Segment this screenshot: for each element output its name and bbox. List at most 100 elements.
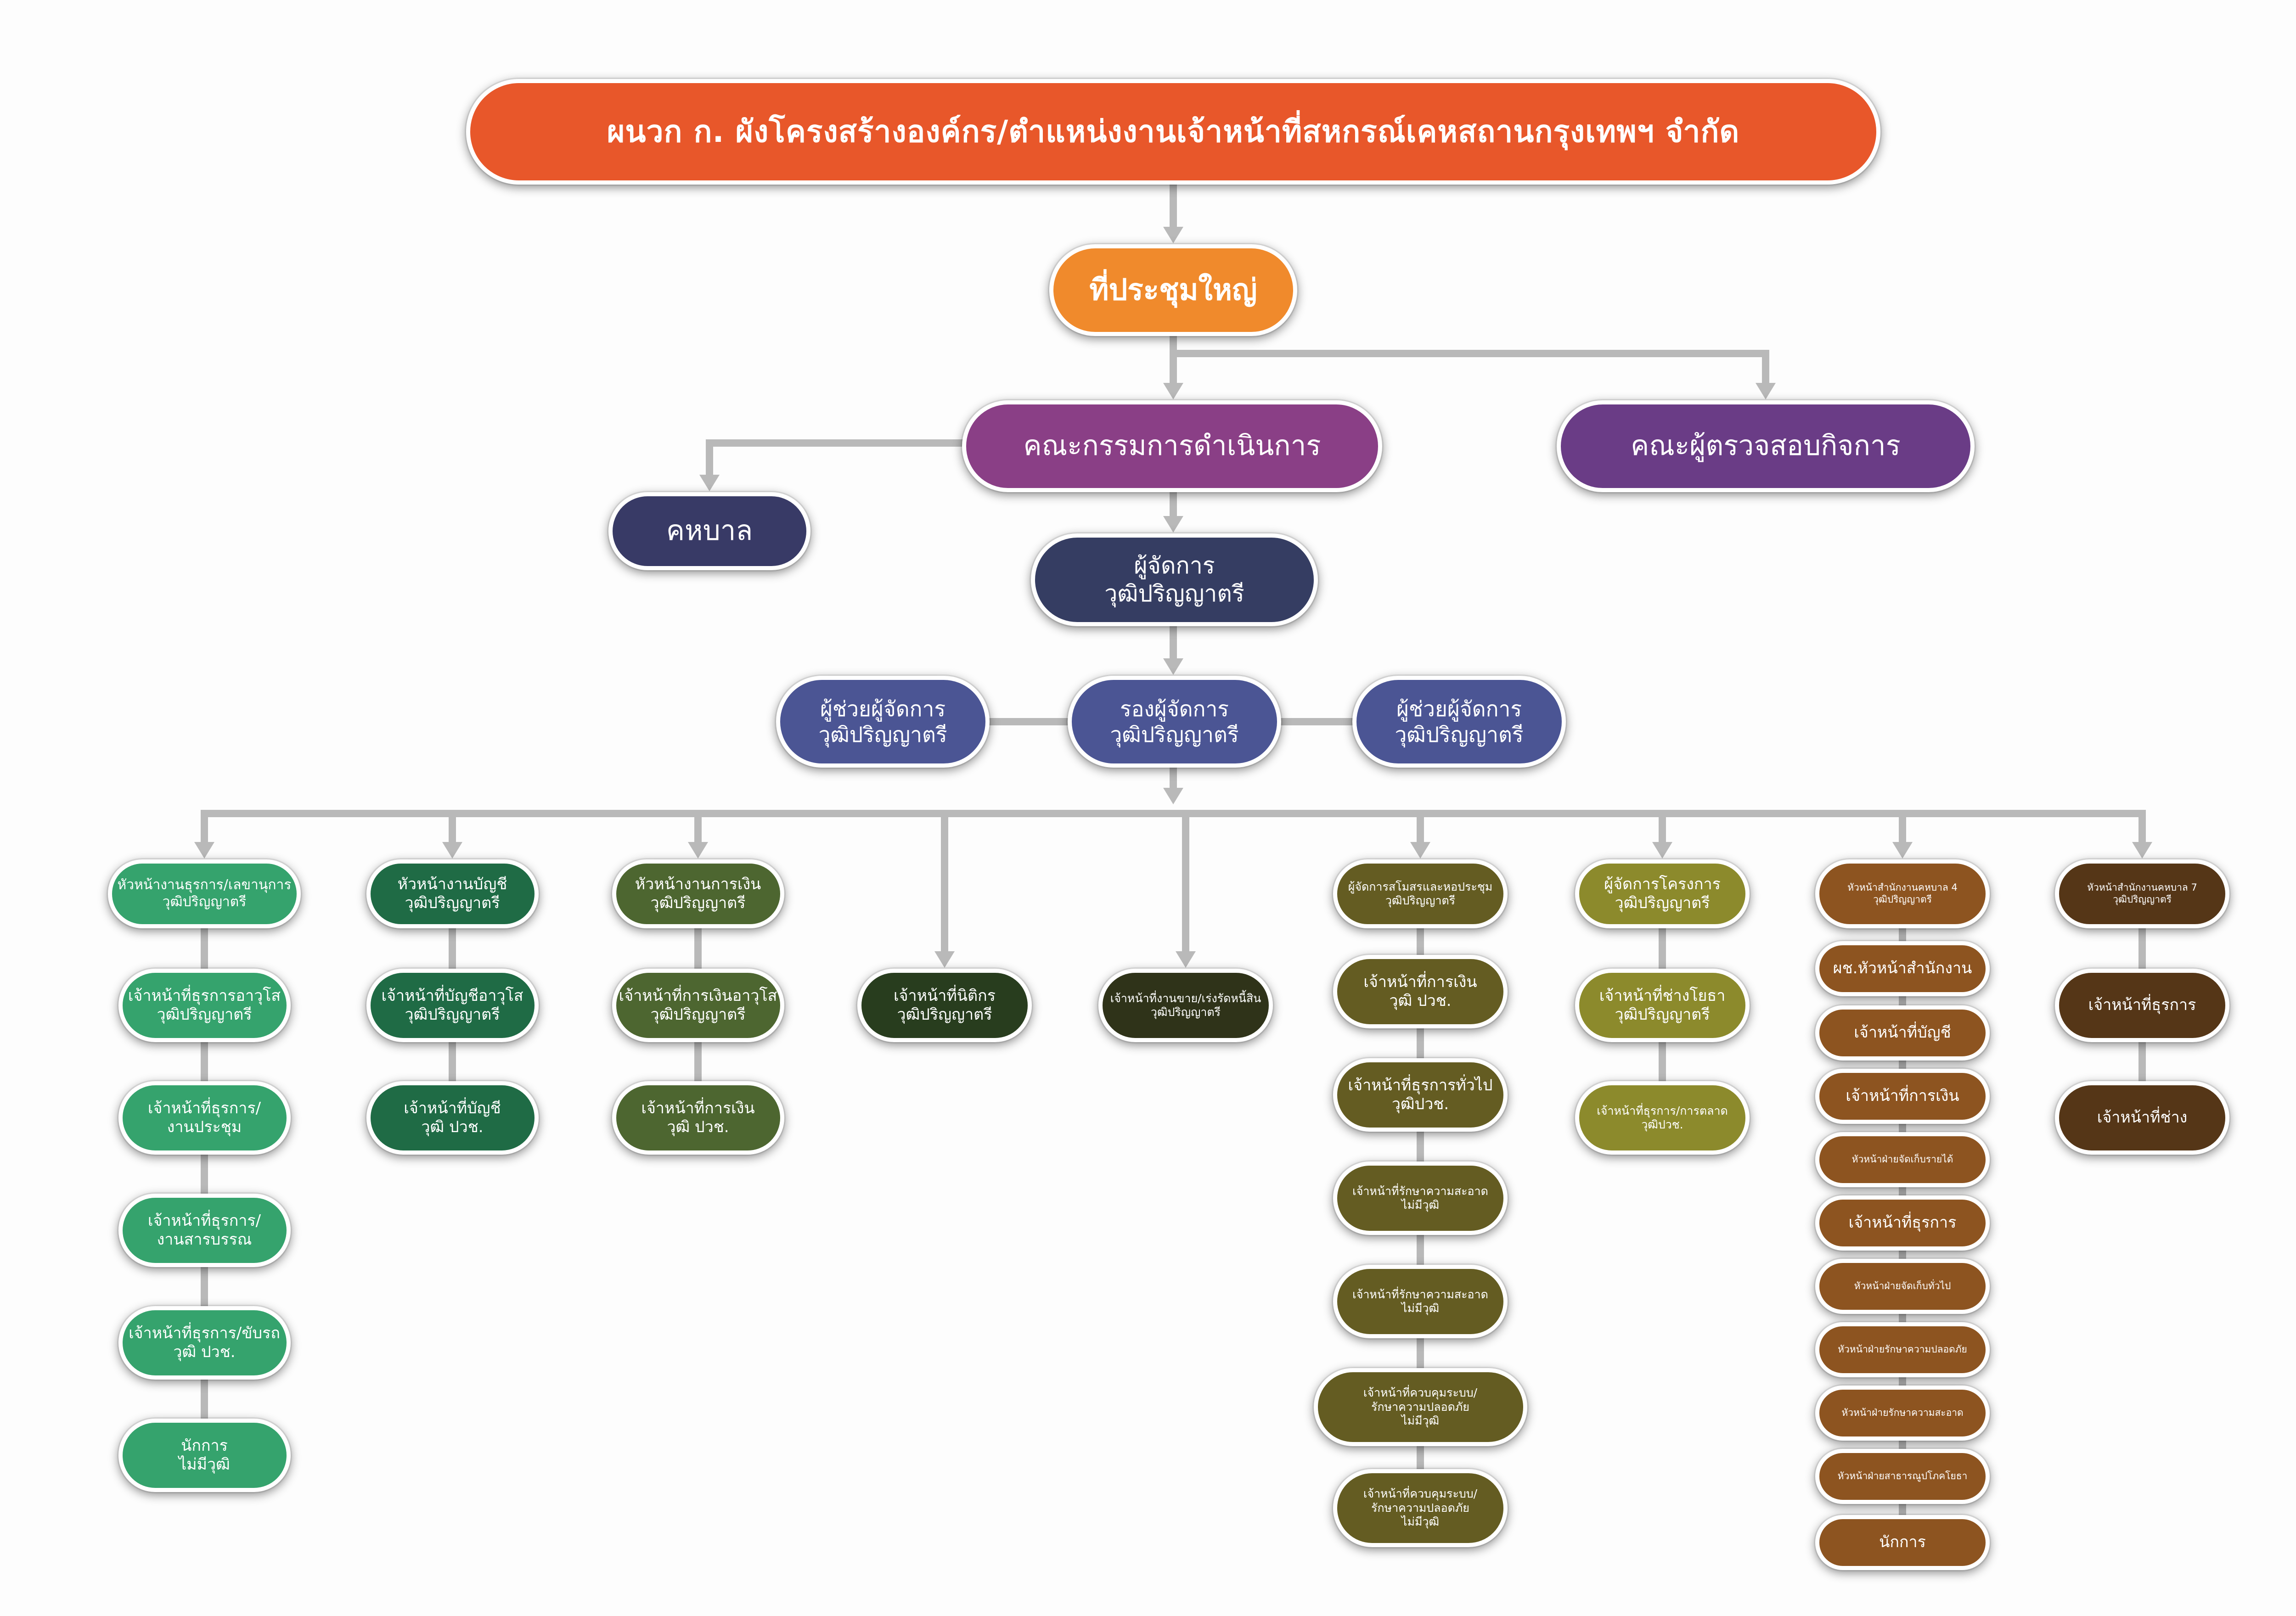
box-text-line: วุฒิปริญญาตรี (157, 1005, 252, 1024)
box-text-line: วุฒิ ปวช. (1389, 992, 1452, 1010)
box-text-line: เจ้าหน้าที่ธุรการอาวุโส (128, 986, 281, 1005)
box-text-line: เจ้าหน้าที่ธุรการ (1848, 1213, 1957, 1232)
dept-welfare-box-7: เจ้าหน้าที่ควบคุมระบบ/รักษาความปลอดภัยไม… (1333, 1469, 1508, 1547)
arrow-head-icon (1163, 658, 1183, 675)
box-text-line: นักการ (1879, 1533, 1926, 1552)
box-text-line: เจ้าหน้าที่การเงิน (641, 1099, 755, 1117)
dept-office4-box-9: หัวหน้าฝ่ายรักษาความสะอาด (1815, 1386, 1990, 1441)
box-text-line: วุฒิปริญญาตรี (1150, 1005, 1221, 1019)
dept-accounting-box-3: เจ้าหน้าที่บัญชีวุฒิ ปวช. (366, 1081, 539, 1155)
box-text-line: ไม่มีวุฒิ (1401, 1198, 1440, 1212)
arrow-head-icon (1163, 227, 1183, 243)
box-text-line: เจ้าหน้าที่งานขาย/เร่งรัดหนี้สิน (1110, 991, 1261, 1005)
box-text-line: หัวหน้างานการเงิน (635, 875, 761, 893)
box-text-line: เจ้าหน้าที่ธุรการ/ (147, 1211, 261, 1230)
box-text-line: เจ้าหน้าที่การเงิน (1363, 972, 1477, 991)
dept-office4-box-3: เจ้าหน้าที่บัญชี (1815, 1005, 1990, 1060)
arrow-head-icon (699, 475, 720, 491)
advisors-box: คหบาล (608, 492, 810, 570)
auditors-box: คณะผู้ตรวจสอบกิจการ (1557, 400, 1975, 492)
arrow-head-icon (934, 951, 955, 968)
box-text-line: วุฒิปริญญาตรี (1873, 894, 1932, 905)
box-text-line: เจ้าหน้าที่ควบคุมระบบ/ (1363, 1487, 1478, 1501)
dept-finance-box-2: เจ้าหน้าที่การเงินอาวุโสวุฒิปริญญาตรี (612, 969, 784, 1042)
box-text-line: เจ้าหน้าที่ควบคุมระบบ/ (1363, 1386, 1478, 1400)
box-text-line: วุฒิ ปวช. (421, 1118, 484, 1136)
box-text-line: เจ้าหน้าที่ช่างโยธา (1599, 986, 1726, 1005)
box-text-line: หัวหน้าฝ่ายจัดเก็บทั่วไป (1854, 1280, 1951, 1292)
box-text-line: เจ้าหน้าที่ธุรการ/ขับรถ (129, 1324, 280, 1342)
board-box: คณะกรรมการดำเนินการ (962, 400, 1382, 492)
dept-debt-box-1: เจ้าหน้าที่งานขาย/เร่งรัดหนี้สินวุฒิปริญ… (1098, 969, 1273, 1042)
box-text-line: รักษาความปลอดภัย (1371, 1501, 1469, 1515)
dept-office4-box-11: นักการ (1815, 1515, 1990, 1570)
dept-office4-box-2: ผช.หัวหน้าสำนักงาน (1815, 941, 1990, 996)
dept-projects-box-3: เจ้าหน้าที่ธุรการ/การตลาดวุฒิปวช. (1575, 1081, 1750, 1155)
box-text-line: หัวหน้าสำนักงานคหบาล 7 (2087, 882, 2197, 893)
box-text-line: รักษาความปลอดภัย (1371, 1400, 1469, 1414)
assistant-manager-left-box: ผู้ช่วยผู้จัดการ วุฒิปริญญาตรี (776, 676, 990, 768)
box-text-line: เจ้าหน้าที่ธุรการทั่วไป (1348, 1076, 1493, 1094)
dept-office4-box-8: หัวหน้าฝ่ายรักษาความปลอดภัย (1815, 1322, 1990, 1377)
dept-admin-box-5: เจ้าหน้าที่ธุรการ/ขับรถวุฒิ ปวช. (118, 1306, 291, 1380)
box-text-line: เจ้าหน้าที่รักษาความสะอาด (1352, 1287, 1488, 1301)
arrow-head-icon (1756, 383, 1776, 399)
manager-box: ผู้จัดการ วุฒิปริญญาตรี (1031, 533, 1318, 626)
arrow-head-icon (1163, 788, 1183, 804)
arrow-head-icon (194, 842, 214, 858)
deputy-manager-box: รองผู้จัดการ วุฒิปริญญาตรี (1068, 676, 1281, 768)
chart-title: ผนวก ก. ผังโครงสร้างองค์กร/ตำแหน่งงานเจ้… (466, 79, 1880, 185)
general-meeting-box: ที่ประชุมใหญ่ (1049, 244, 1297, 336)
box-text-line: วุฒิ ปวช. (667, 1118, 729, 1136)
box-text-line: วุฒิปริญญาตรี (162, 894, 247, 910)
box-text-line: วุฒิปวช. (1641, 1118, 1683, 1131)
dept-admin-box-4: เจ้าหน้าที่ธุรการ/งานสารบรรณ (118, 1194, 291, 1267)
dept-projects-box-2: เจ้าหน้าที่ช่างโยธาวุฒิปริญญาตรี (1575, 969, 1750, 1042)
box-text-line: ไม่มีวุฒิ (179, 1455, 230, 1474)
dept-accounting-box-2: เจ้าหน้าที่บัญชีอาวุโสวุฒิปริญญาตรี (366, 969, 539, 1042)
box-text-line: เจ้าหน้าที่ธุรการ/การตลาด (1597, 1104, 1728, 1117)
arrow-head-icon (1163, 516, 1183, 533)
dept-finance-box-1: หัวหน้างานการเงินวุฒิปริญญาตรี (612, 859, 784, 928)
arrow-head-icon (442, 842, 462, 858)
box-text-line: วุฒิปริญญาตรี (405, 1005, 500, 1024)
box-text-line: งานสารบรรณ (157, 1230, 252, 1249)
box-text-line: วุฒิปริญญาตรี (1615, 894, 1710, 912)
box-text-line: วุฒิปริญญาตรี (405, 894, 500, 912)
dept-admin-box-3: เจ้าหน้าที่ธุรการ/งานประชุม (118, 1081, 291, 1155)
arrow-head-icon (1892, 842, 1913, 858)
box-text-line: ผช.หัวหน้าสำนักงาน (1833, 959, 1972, 978)
box-text-line: วุฒิปวช. (1391, 1095, 1449, 1113)
dept-welfare-box-3: เจ้าหน้าที่ธุรการทั่วไปวุฒิปวช. (1333, 1058, 1508, 1132)
box-text-line: วุฒิปริญญาตรี (2113, 894, 2172, 905)
box-text-line: งานประชุม (167, 1118, 242, 1136)
box-text-line: เจ้าหน้าที่บัญชี (404, 1099, 501, 1117)
box-text-line: วุฒิปริญญาตรี (1385, 894, 1456, 907)
box-text-line: ไม่มีวุฒิ (1401, 1515, 1440, 1529)
dept-welfare-box-2: เจ้าหน้าที่การเงินวุฒิ ปวช. (1333, 955, 1508, 1028)
box-text-line: วุฒิ ปวช. (173, 1343, 236, 1361)
box-text-line: เจ้าหน้าที่บัญชีอาวุโส (381, 986, 523, 1005)
box-text-line: หัวหน้าฝ่ายจัดเก็บรายได้ (1851, 1154, 1953, 1165)
box-text-line: เจ้าหน้าที่การเงิน (1846, 1087, 1959, 1105)
box-text-line: ไม่มีวุฒิ (1401, 1302, 1440, 1315)
dept-finance-box-3: เจ้าหน้าที่การเงินวุฒิ ปวช. (612, 1081, 784, 1155)
box-text-line: เจ้าหน้าที่การเงินอาวุโส (619, 986, 777, 1005)
dept-office7-box-2: เจ้าหน้าที่ธุรการ (2055, 969, 2229, 1042)
box-text-line: ผู้จัดการสโมสรและหอประชุม (1348, 880, 1493, 893)
box-text-line: หัวหน้าฝ่ายรักษาความปลอดภัย (1838, 1344, 1967, 1355)
dept-welfare-box-4: เจ้าหน้าที่รักษาความสะอาดไม่มีวุฒิ (1333, 1162, 1508, 1235)
arrow-head-icon (688, 842, 708, 858)
dept-office4-box-6: เจ้าหน้าที่ธุรการ (1815, 1195, 1990, 1251)
dept-office7-box-3: เจ้าหน้าที่ช่าง (2055, 1081, 2229, 1155)
dept-office4-box-7: หัวหน้าฝ่ายจัดเก็บทั่วไป (1815, 1259, 1990, 1314)
box-text-line: วุฒิปริญญาตรี (650, 1005, 746, 1024)
dept-admin-box-6: นักการไม่มีวุฒิ (118, 1419, 291, 1492)
box-text-line: หัวหน้าฝ่ายรักษาความสะอาด (1841, 1407, 1964, 1419)
box-text-line: เจ้าหน้าที่ธุรการ (2088, 996, 2196, 1015)
dept-legal-box-1: เจ้าหน้าที่นิติกรวุฒิปริญญาตรี (857, 969, 1032, 1042)
box-text-line: หัวหน้างานธุรการ/เลขานุการ (117, 877, 292, 893)
box-text-line: เจ้าหน้าที่บัญชี (1854, 1023, 1951, 1042)
